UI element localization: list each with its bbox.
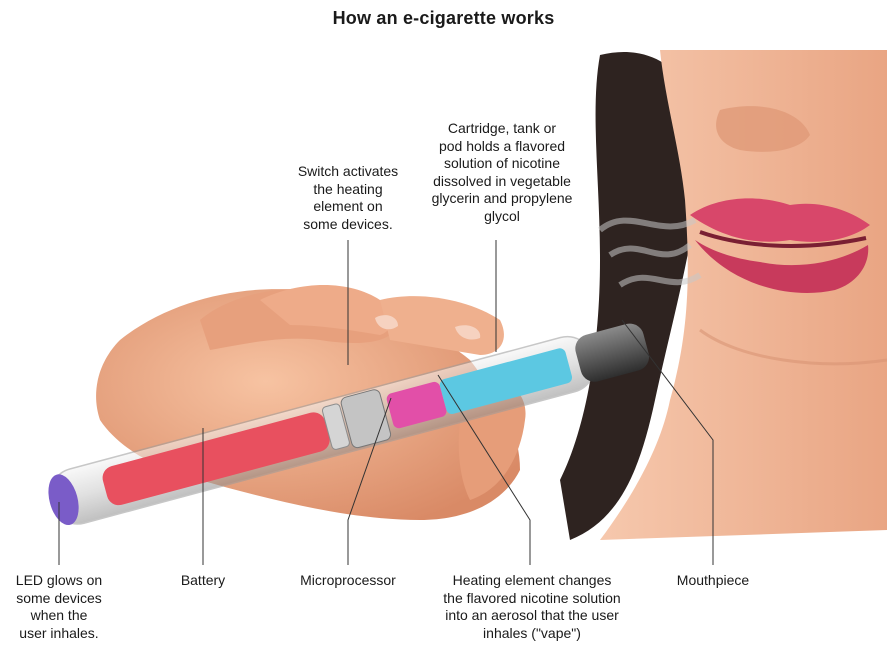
label-mouthpiece: Mouthpiece [658,572,768,590]
face [560,50,887,540]
label-switch: Switch activates the heating element on … [278,163,418,233]
label-microprocessor: Microprocessor [282,572,414,590]
label-battery: Battery [163,572,243,590]
label-led: LED glows on some devices when the user … [0,572,118,642]
label-cartridge: Cartridge, tank or pod holds a flavored … [418,120,586,225]
label-heating-element: Heating element changes the flavored nic… [427,572,637,642]
